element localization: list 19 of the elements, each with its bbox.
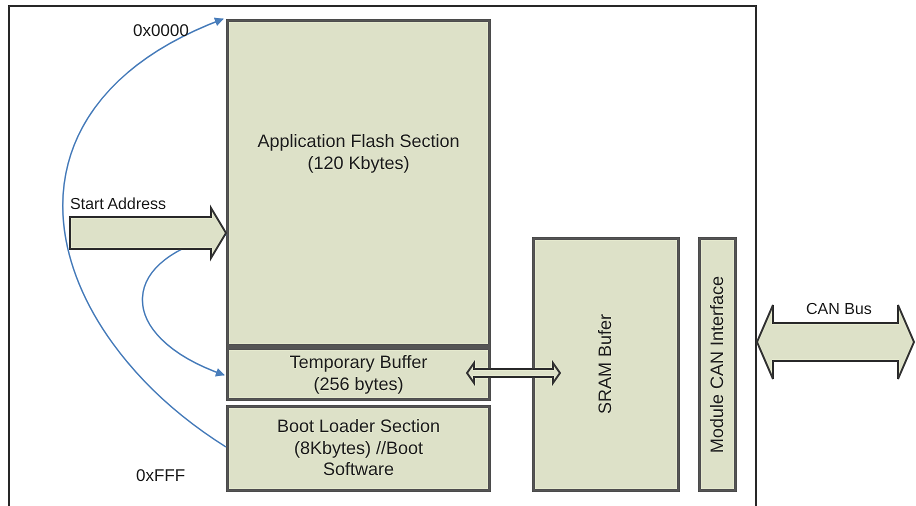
memory-block [226,19,491,347]
memory-block [226,405,491,492]
curved-arrow [62,18,226,448]
block-label: Temporary Buffer (256 bytes) [288,352,428,396]
block-label: Module CAN Interface [706,276,728,454]
block-label: Boot Loader Section (8Kbytes) //Boot Software [276,416,442,481]
memory-block [698,237,737,492]
block-label: SRAM Bufer [595,314,616,415]
memory-block [226,347,491,401]
address-label: 0x0000 [133,22,189,39]
block-label: Application Flash Section (120 Kbytes) [256,131,461,175]
block-arrow [69,204,228,262]
edge-label: Start Address [70,197,166,213]
block-arrow [466,360,562,386]
address-label: 0xFFF [136,467,186,484]
edge-label: CAN Bus [806,302,872,318]
block-arrow [756,304,916,380]
memory-block [532,237,680,492]
frame-box [8,5,757,506]
